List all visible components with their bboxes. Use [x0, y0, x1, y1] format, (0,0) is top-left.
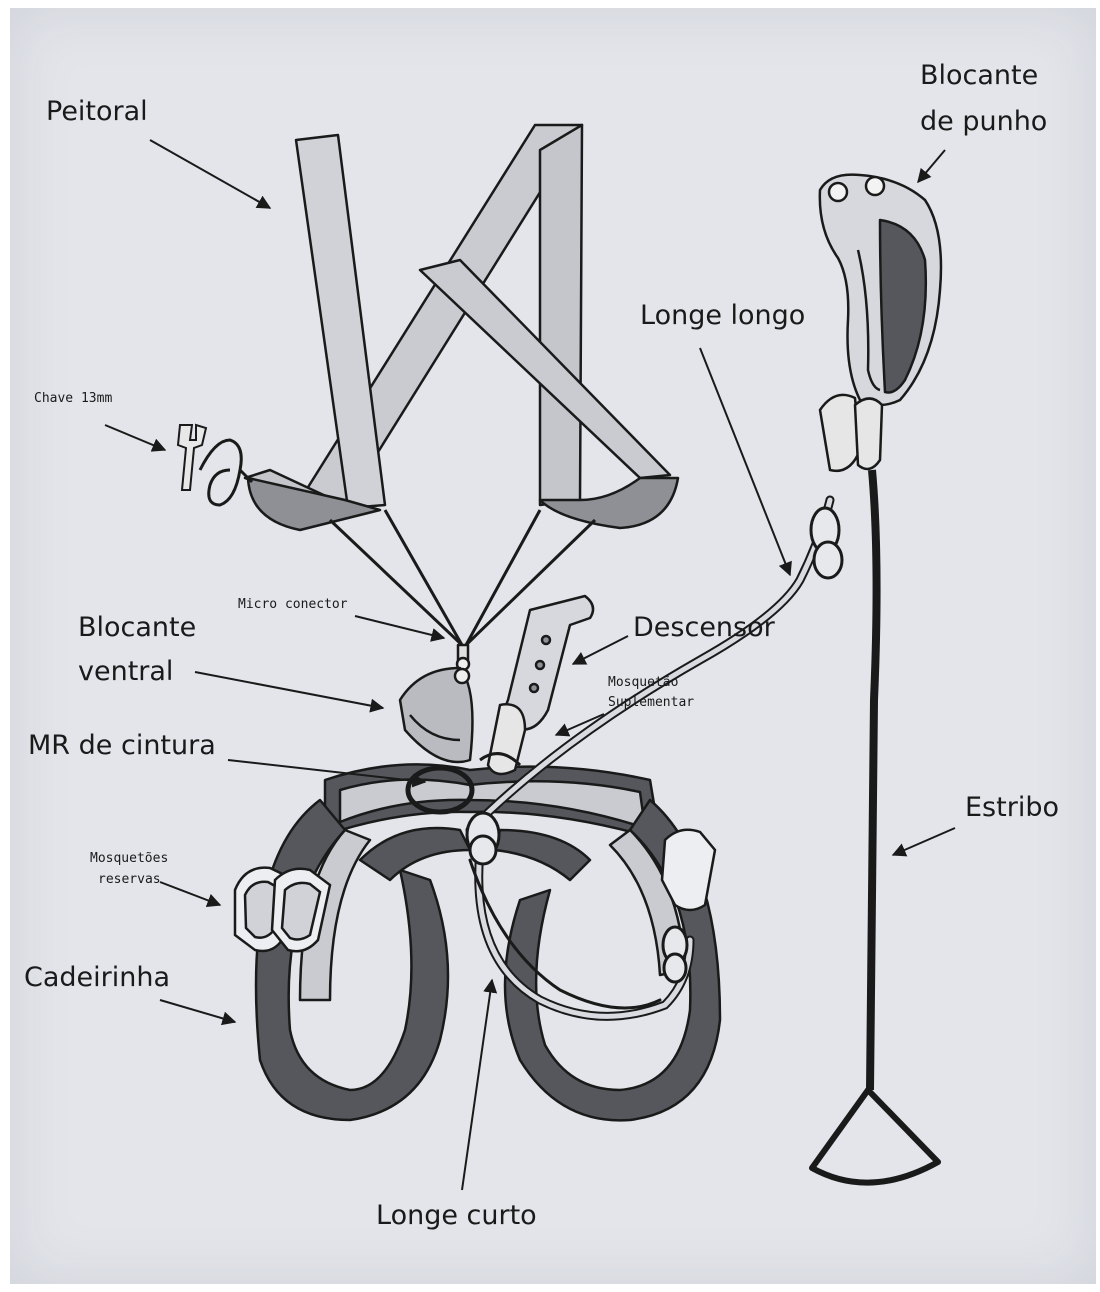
label-blocante-ventral-line2: ventral: [78, 656, 173, 687]
label-chave: Chave 13mm: [34, 392, 112, 407]
label-cadeirinha: Cadeirinha: [24, 962, 170, 993]
label-blocante-punho-line1: Blocante: [920, 60, 1038, 91]
label-mosquetoes-line1: Mosquetões: [90, 852, 168, 867]
descender: [480, 596, 593, 774]
label-mosquetao-line2: Suplementar: [608, 696, 694, 711]
chest-ascender: [400, 668, 472, 762]
label-peitoral: Peitoral: [46, 96, 148, 127]
label-longe-curto: Longe curto: [376, 1200, 537, 1231]
label-mosquetao-line1: Mosquetão: [608, 676, 678, 691]
side-carabiner: [662, 830, 715, 910]
label-descensor: Descensor: [633, 612, 775, 643]
chest-harness: [245, 125, 678, 670]
label-estribo: Estribo: [965, 792, 1059, 823]
label-mr-cintura: MR de cintura: [28, 730, 216, 761]
label-micro-conector: Micro conector: [238, 598, 348, 613]
wrench-icon: [178, 425, 252, 505]
spare-carabiners: [235, 868, 330, 952]
label-longe-longo: Longe longo: [640, 300, 805, 331]
hand-ascender: [820, 175, 941, 471]
label-blocante-punho-line2: de punho: [920, 106, 1047, 137]
label-mosquetoes-line2: reservas: [98, 873, 161, 888]
label-blocante-ventral-line1: Blocante: [78, 612, 196, 643]
